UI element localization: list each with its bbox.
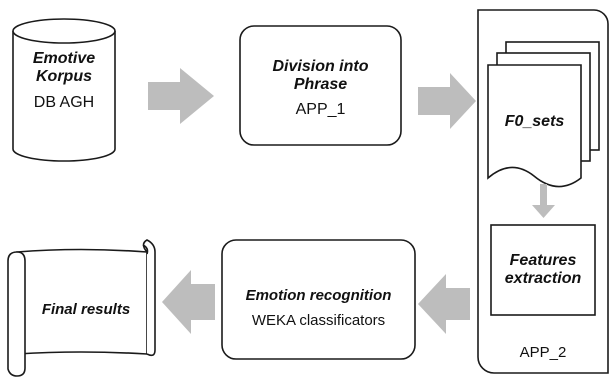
- emotion-subtitle: WEKA classificators: [251, 312, 386, 329]
- emotion-box: [221, 239, 416, 360]
- features-box: [490, 224, 596, 316]
- arrow-down-icon: [532, 184, 555, 218]
- corpus-cylinder: [12, 18, 116, 162]
- final-title: Final results: [41, 301, 131, 318]
- f0sets-documents: [487, 41, 600, 188]
- features-title: Features extraction: [504, 252, 582, 288]
- arrow-right-icon: [418, 73, 476, 129]
- division-subtitle: APP_1: [295, 101, 346, 118]
- arrow-left-icon: [162, 270, 215, 334]
- corpus-subtitle: DB AGH: [33, 94, 95, 111]
- final-scroll: [7, 239, 156, 377]
- emotion-title: Emotion recognition: [245, 287, 392, 304]
- arrow-left-icon: [418, 274, 470, 334]
- division-title: Division into Phrase: [272, 58, 369, 94]
- division-box: [239, 25, 402, 146]
- f0sets-title: F0_sets: [504, 113, 565, 130]
- arrow-right-icon: [148, 68, 214, 124]
- app2-label: APP_2: [519, 344, 567, 361]
- corpus-title: Emotive Korpus: [32, 50, 96, 86]
